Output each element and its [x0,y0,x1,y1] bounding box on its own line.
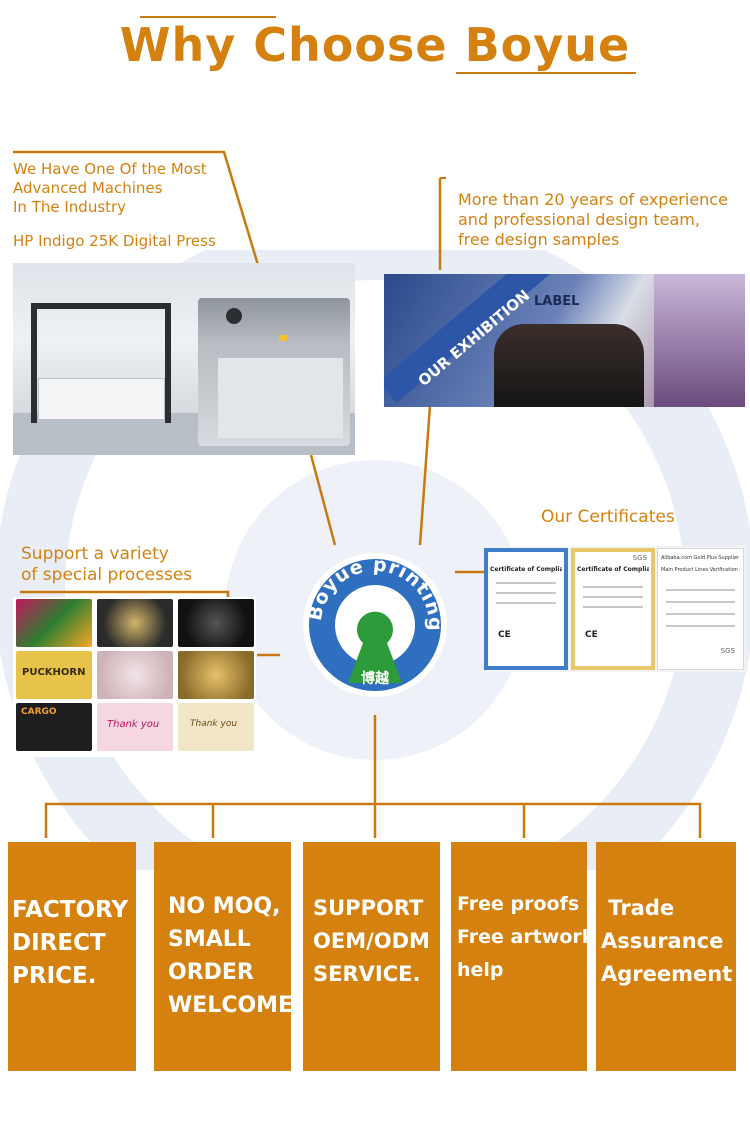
exhibition-photo: OUR EXHIBITION LABEL [384,274,745,407]
benefit-trade-assurance: Trade Assurance Agreement [596,842,736,1071]
benefit-2-line-3: ORDER [168,960,254,985]
processes-line-1: Support a variety [21,544,169,564]
benefit-3-line-3: SERVICE. [313,962,421,986]
benefit-1-line-3: PRICE. [12,963,97,989]
certificate-3-text-d [666,625,735,627]
processes-line-2: of special processes [21,565,193,585]
certificates-title: Our Certificates [541,507,675,527]
sample-dark-label [97,599,173,647]
machines-line-1: We Have One Of the Most [13,160,207,178]
experience-line-3: free design samples [458,230,620,249]
press-table [38,378,165,420]
certificate-1: Certificate of Compliance CE [484,548,568,670]
experience-line-1: More than 20 years of experience [458,190,728,209]
sample-label-thankyou-1: Thank you [107,719,160,730]
press-panel [218,358,343,438]
sample-embossed [97,651,173,699]
benefit-factory-price: FACTORY DIRECT PRICE. [8,842,136,1071]
certificate-1-title: Certificate of Compliance [490,566,562,573]
sample-label-thankyou-2: Thank you [190,719,238,729]
certificate-1-text-c [496,602,556,604]
sample-cargo: CARGO [16,703,92,751]
certificate-3: Alibaba.com Gold Plus Supplier Main Prod… [657,548,744,670]
sample-thankyou-roll: Thank you [178,703,254,751]
sample-gold-foil [178,651,254,699]
page-title: Why Choose Boyue [119,18,631,72]
benefit-4-line-2: Free artwork [457,926,595,948]
certificate-3-title: Alibaba.com Gold Plus Supplier [661,555,739,561]
boyue-logo: Boyue printing 博越 [303,553,447,697]
experience-rule [440,177,446,179]
sample-label-cargo: CARGO [21,707,57,717]
machines-text: We Have One Of the Most Advanced Machine… [13,160,243,251]
certificate-3-subtitle: Main Product Lines Verification Report [661,567,740,573]
logo-chinese-text: 博越 [361,670,390,687]
machine-photo [13,263,355,455]
certificate-3-text-c [666,613,735,615]
certificate-3-text-a [666,589,735,591]
benefit-oem-odm: SUPPORT OEM/ODM SERVICE. [303,842,440,1071]
experience-text: More than 20 years of experience and pro… [458,190,748,250]
exhibition-team [494,324,644,407]
hp-logo-icon [226,308,242,324]
sample-floral [16,599,92,647]
sample-label-puckhorn: PUCKHORN [22,667,86,678]
certificate-1-text-a [496,582,556,584]
benefit-2-line-1: NO MOQ, [168,894,281,919]
certificate-3-sgs: SGS [720,647,735,655]
benefit-no-moq: NO MOQ, SMALL ORDER WELCOME [154,842,294,1071]
benefit-free-proofs: Free proofs Free artwork help [451,842,595,1071]
certificate-2-sgs: SGS [632,554,647,562]
benefit-1-line-1: FACTORY [12,897,129,923]
sample-black-seal [178,599,254,647]
certificate-2-ce: CE [585,630,598,640]
certificate-1-ce: CE [498,630,511,640]
benefit-5-line-1: Trade [601,896,675,920]
processes-text: Support a variety of special processes [21,544,251,586]
press-frame [31,303,171,423]
booth-sign: LABEL [534,294,580,309]
benefit-3-line-1: SUPPORT [313,896,424,920]
certificate-2-text-a [583,586,643,588]
title-rule-left [140,16,276,18]
certificate-2-text-b [583,596,643,598]
exhibition-stand [654,274,745,407]
benefit-3-line-2: OEM/ODM [313,929,430,953]
process-samples: PUCKHORN CARGO Thank you Thank you [13,597,256,757]
machines-line-3: In The Industry [13,198,127,216]
benefit-5-line-2: Assurance [601,929,724,953]
machines-model: HP Indigo 25K Digital Press [13,232,216,250]
benefit-2-line-2: SMALL [168,927,251,952]
benefit-5-line-3: Agreement [601,962,733,986]
certificate-2-text-c [583,606,643,608]
press-indicator-icon [279,335,287,341]
sample-thankyou-pink: Thank you [97,703,173,751]
benefit-4-line-3: help [457,959,504,981]
certificate-2-title: Certificate of Compliance [577,566,649,573]
benefit-4-line-1: Free proofs [457,893,580,915]
machines-line-2: Advanced Machines [13,179,163,197]
title-rule-right [456,72,636,74]
benefit-2-line-4: WELCOME [168,993,294,1018]
certificate-2: SGS Certificate of Compliance CE [571,548,655,670]
sample-gold-label: PUCKHORN [16,651,92,699]
certificate-3-text-b [666,601,735,603]
experience-line-2: and professional design team, [458,210,700,229]
certificate-1-text-b [496,592,556,594]
benefit-1-line-2: DIRECT [12,930,106,956]
